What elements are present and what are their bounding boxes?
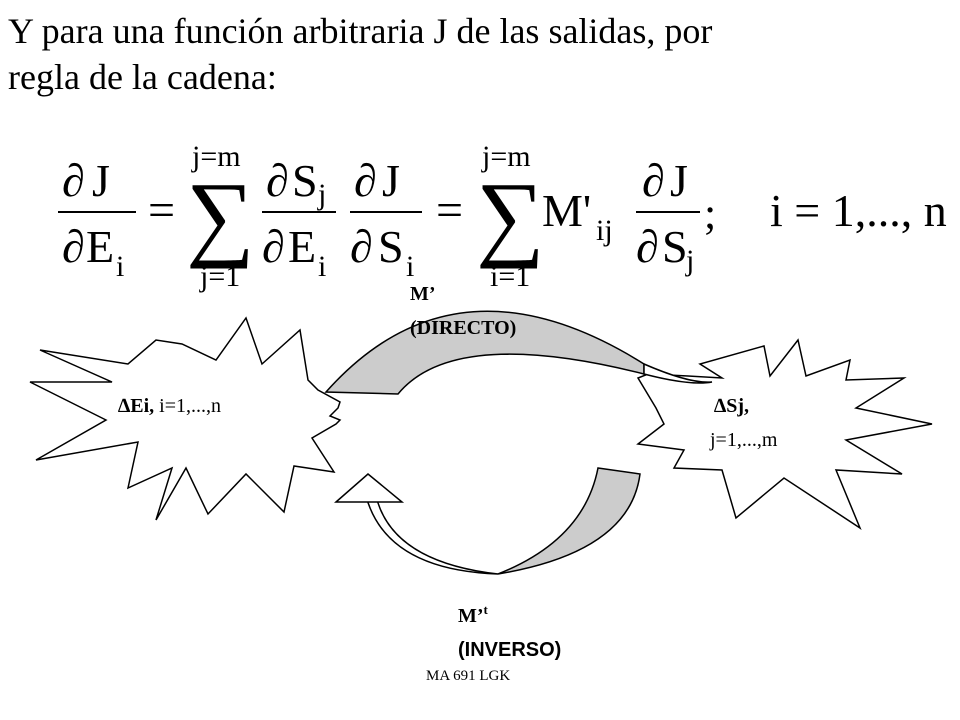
semicolon: ;: [704, 189, 716, 238]
denominator-E: E: [86, 221, 114, 272]
fraction-dJ-dEi: ∂ J ∂ E i: [58, 155, 136, 283]
partial-symbol: ∂: [636, 221, 659, 272]
input-burst-label-bold: ∆Ei,: [118, 395, 154, 417]
subscript-j: j: [685, 244, 694, 277]
direct-label-line2: (DIRECTO): [410, 317, 516, 339]
output-burst-shape: [636, 338, 933, 530]
denominator-E: E: [288, 221, 316, 272]
fraction-dSj-dEi: ∂ S j ∂ E i: [262, 155, 336, 283]
inverse-arrow-head: [334, 473, 405, 503]
input-burst-label: ∆Ei, i=1,...,n: [118, 395, 221, 417]
sum-symbol: ∑: [186, 162, 254, 269]
partial-symbol: ∂: [62, 221, 85, 272]
title-line-2: regla de la cadena:: [8, 57, 277, 97]
output-burst-label-line2: j=1,...,m: [709, 429, 778, 451]
fraction-dJ-dSj: ∂ J ∂ S j: [636, 155, 700, 277]
sum-upper-limit: j=m: [481, 140, 531, 173]
summation-2: j=m ∑ i=1: [476, 140, 544, 293]
inverse-arrow-tail: [365, 495, 499, 575]
numerator-J: J: [670, 155, 688, 206]
sum-symbol: ∑: [476, 162, 544, 269]
equals-sign-1: =: [148, 184, 175, 237]
title-line-1: Y para una función arbitraria J de las s…: [8, 11, 713, 51]
sum-upper-limit: j=m: [191, 140, 241, 173]
subscript-i: i: [116, 250, 124, 283]
index-range: i = 1,..., n: [770, 185, 947, 236]
inverse-label-superscript: t: [484, 602, 489, 617]
matrix-M-prime: M': [542, 185, 591, 236]
numerator-J: J: [382, 155, 400, 206]
partial-symbol: ∂: [350, 221, 373, 272]
numerator-S: S: [292, 155, 318, 206]
inverse-label-M: M’: [458, 605, 484, 627]
slide-title: Y para una función arbitraria J de las s…: [8, 8, 948, 100]
sum-lower-limit: i=1: [490, 260, 530, 293]
summation-1: j=m ∑ j=1: [186, 140, 254, 293]
slide-footer: MA 691 LGK: [426, 668, 511, 684]
direct-arrow: [324, 310, 713, 395]
input-burst-label-rest: i=1,...,n: [154, 395, 221, 417]
denominator-S: S: [662, 221, 688, 272]
direct-label-line1: M’: [410, 283, 436, 305]
subscript-j: j: [317, 178, 326, 211]
inverse-arrow-band: [497, 467, 641, 575]
chain-rule-equation: ∂ J ∂ E i = j=m ∑ j=1 ∂ S j ∂ E i ∂ J: [58, 140, 947, 293]
numerator-J: J: [92, 155, 110, 206]
direct-arrow-head: [643, 362, 713, 384]
inverse-arrow: [334, 467, 641, 575]
subscript-i: i: [406, 250, 414, 283]
partial-symbol: ∂: [262, 221, 285, 272]
subscript-ij: ij: [596, 214, 613, 247]
equals-sign-2: =: [436, 184, 463, 237]
partial-symbol: ∂: [266, 155, 289, 206]
denominator-S: S: [378, 221, 404, 272]
sum-lower-limit: j=1: [199, 260, 240, 293]
partial-symbol: ∂: [354, 155, 377, 206]
partial-symbol: ∂: [642, 155, 665, 206]
fraction-dJ-dSi: ∂ J ∂ S i: [350, 155, 422, 283]
inverse-label-line2: (INVERSO): [458, 639, 561, 661]
inverse-label-line1: M’t: [458, 602, 489, 627]
partial-symbol: ∂: [62, 155, 85, 206]
output-burst-label-line1: ∆Sj,: [714, 395, 749, 417]
diagram-labels: ∆Ei, i=1,...,n ∆Sj, j=1,...,m M’ (DIRECT…: [118, 283, 778, 661]
input-burst-shape: [29, 316, 342, 521]
subscript-i: i: [318, 250, 326, 283]
